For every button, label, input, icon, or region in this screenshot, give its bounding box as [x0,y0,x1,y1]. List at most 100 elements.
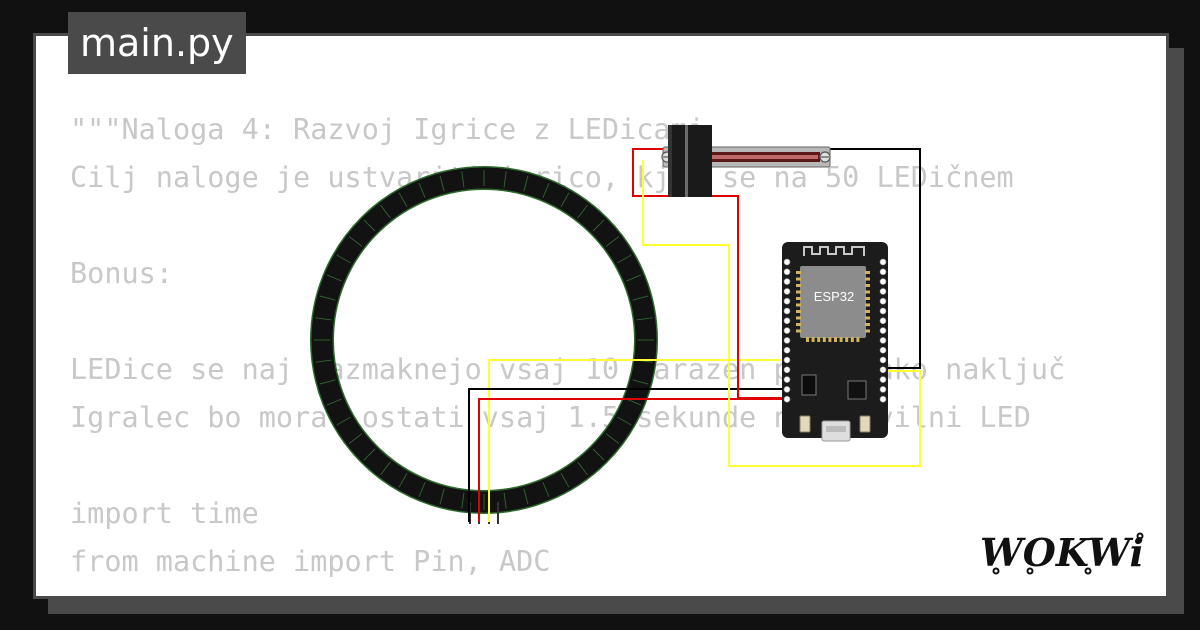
code-line: LEDice se naj razmaknejo vsaj 10 narazen… [70,353,1066,386]
wire-red-ring-vcc [478,398,786,522]
header-pin[interactable] [783,268,791,276]
wokwi-logo-text: WOKWi [980,530,1144,575]
header-pin[interactable] [783,356,791,364]
header-pin[interactable] [879,268,887,276]
module-pin [796,323,801,326]
led-tick [326,398,342,406]
header-pin[interactable] [879,317,887,325]
esp32-usb-chip [847,380,867,400]
header-pin[interactable] [783,288,791,295]
led-tick [398,192,408,207]
header-pin[interactable] [783,337,791,344]
header-pin[interactable] [879,346,887,354]
module-pin [839,337,843,342]
esp32-chip-label: ESP32 [814,289,854,304]
header-pin[interactable] [879,288,887,295]
module-pin [828,337,832,342]
led-tick [523,175,529,192]
wire-yellow-ring-data [488,359,786,522]
led-tick [461,171,465,188]
module-pin [865,323,870,326]
code-line: from machine import Pin, ADC [70,545,551,578]
header-pin[interactable] [783,258,791,266]
module-pin [834,337,837,342]
slide-potentiometer[interactable] [661,125,831,197]
header-pin[interactable] [879,297,887,305]
module-pin [865,303,870,307]
potentiometer-knob[interactable] [668,125,712,197]
led-tick [363,448,376,461]
module-pin [796,303,801,307]
header-pin[interactable] [783,327,791,334]
esp32-module-shield [800,266,866,338]
code-line: import time [70,497,259,530]
module-pin [796,277,801,281]
led-tick [439,488,445,505]
header-pin[interactable] [879,307,887,315]
led-tick [605,433,620,444]
module-pin [806,337,809,342]
header-pin[interactable] [879,386,887,393]
neopixel-led-ticks [314,170,654,510]
header-pin[interactable] [879,366,887,374]
led-tick [592,219,605,232]
module-pin [865,316,870,320]
header-pin[interactable] [879,356,887,364]
led-tick [592,448,605,461]
header-pin[interactable] [879,278,887,285]
led-tick [319,295,336,301]
esp32-module-pins [796,271,870,342]
header-pin[interactable] [783,346,791,354]
header-pin[interactable] [783,395,791,403]
wire-yellow-pot-signal [642,160,921,467]
led-tick [348,236,363,247]
header-pin[interactable] [879,258,887,266]
esp32-board[interactable]: ESP32 [782,242,888,442]
wire-black-ring-gnd [468,388,786,522]
header-pin[interactable] [879,327,887,334]
module-pin [865,271,870,274]
led-tick [560,192,570,207]
module-pin [865,310,870,313]
header-pin[interactable] [783,278,791,285]
header-pin[interactable] [879,395,887,403]
file-tab-main-py[interactable]: main.py [68,12,246,74]
led-tick [418,182,426,198]
module-pin [845,337,849,342]
esp32-header-pins [783,258,887,403]
module-pin [865,297,870,300]
module-pin [865,277,870,281]
led-tick [461,492,465,509]
module-pin [811,337,815,342]
esp32-boot-button[interactable] [799,415,811,433]
led-tick [380,461,391,476]
led-tick [542,182,550,198]
header-pin[interactable] [783,307,791,315]
neopixel-ring[interactable] [310,166,658,524]
esp32-regulator [801,374,817,396]
header-pin[interactable] [879,376,887,383]
led-tick [319,379,336,385]
led-tick [617,416,632,426]
wokwi-logo-feet [992,532,1144,575]
header-pin[interactable] [783,376,791,383]
led-tick [439,175,445,192]
header-pin[interactable] [879,337,887,344]
header-pin[interactable] [783,386,791,393]
header-pin[interactable] [783,317,791,325]
led-tick [380,204,391,219]
led-tick [326,274,342,282]
led-tick [315,317,332,321]
module-pin [856,337,860,342]
led-tick [336,254,351,264]
led-tick [418,482,426,498]
module-pin [796,284,801,287]
led-tick [577,204,588,219]
esp32-reset-button[interactable] [859,415,871,433]
led-tick [542,482,550,498]
header-pin[interactable] [783,366,791,374]
header-pin[interactable] [783,297,791,305]
module-pin [865,284,870,287]
